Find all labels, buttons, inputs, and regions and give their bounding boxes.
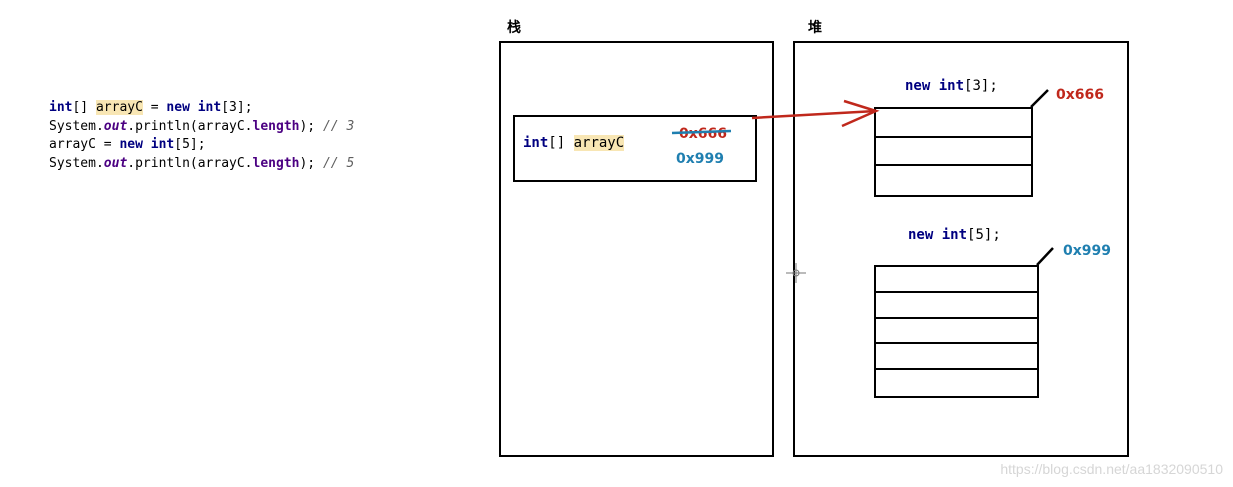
code-text: [3]; (964, 78, 998, 94)
field-length: length (252, 118, 300, 134)
code-text: ); (299, 155, 323, 171)
code-line-2: System.out.println(arrayC.length); // 3 (49, 118, 354, 137)
array-cell (876, 344, 1037, 371)
keyword-int: int (523, 135, 549, 151)
code-line-4: System.out.println(arrayC.length); // 5 (49, 155, 354, 174)
code-text: .println(arrayC. (127, 155, 253, 171)
field-out: out (103, 118, 128, 134)
array2-address-tick (1036, 247, 1054, 266)
watermark: https://blog.csdn.net/aa1832090510 (1000, 461, 1223, 477)
new-address: 0x999 (676, 151, 724, 167)
keyword-new: new (166, 100, 190, 115)
array-cell (876, 267, 1037, 293)
code-comment: // 5 (322, 155, 355, 171)
code-text: System. (49, 118, 104, 134)
array1-address-tick (1030, 89, 1049, 108)
keyword-new: new (905, 78, 931, 94)
array-3-block (874, 107, 1033, 197)
code-text: System. (49, 155, 104, 171)
variable-arrayC: arrayC (95, 100, 143, 115)
array-cell (876, 293, 1037, 319)
keyword-new: new (119, 137, 143, 152)
keyword-int: int (197, 100, 222, 115)
code-snippet: int[] arrayC = new int[3]; System.out.pr… (49, 99, 354, 173)
code-text: [] (72, 100, 96, 115)
array-cell (876, 138, 1031, 167)
code-text: [5]; (967, 227, 1001, 243)
code-text: [3]; (221, 100, 253, 115)
stack-variable-slot: int[] arrayC 0x666 0x999 (513, 115, 757, 182)
code-comment: // 3 (322, 118, 355, 134)
heap-title: 堆 (808, 20, 822, 36)
code-text: ); (299, 118, 323, 134)
code-text: [5]; (174, 137, 206, 152)
field-out: out (103, 155, 128, 171)
code-text: arrayC = (49, 137, 120, 152)
stack-title: 栈 (507, 20, 521, 36)
heap-box (793, 41, 1129, 457)
array-5-block (874, 265, 1039, 398)
array2-address: 0x999 (1063, 243, 1111, 259)
array1-address: 0x666 (1056, 87, 1104, 103)
field-length: length (252, 155, 300, 171)
code-text: .println(arrayC. (127, 118, 253, 134)
code-text: = (142, 100, 167, 115)
keyword-new: new (908, 227, 934, 243)
array2-label: new int[5]; (908, 227, 1001, 243)
code-text: [] (548, 135, 574, 151)
keyword-int: int (938, 78, 965, 94)
variable-arrayC: arrayC (573, 135, 625, 151)
variable-declaration: int[] arrayC (523, 135, 625, 151)
old-address-struck: 0x666 (679, 126, 727, 142)
array1-label: new int[3]; (905, 78, 998, 94)
array-cell (876, 319, 1037, 345)
code-line-1: int[] arrayC = new int[3]; (49, 99, 354, 118)
keyword-int: int (150, 137, 175, 152)
keyword-int: int (941, 227, 968, 243)
strikethrough-line (671, 129, 732, 135)
stack-box (499, 41, 774, 457)
array-cell (876, 109, 1031, 138)
keyword-int: int (49, 100, 73, 115)
reference-arrow-head (841, 99, 880, 128)
reference-arrow-line (751, 109, 877, 120)
crosshair-cursor-icon (786, 263, 806, 283)
code-line-3: arrayC = new int[5]; (49, 136, 354, 155)
